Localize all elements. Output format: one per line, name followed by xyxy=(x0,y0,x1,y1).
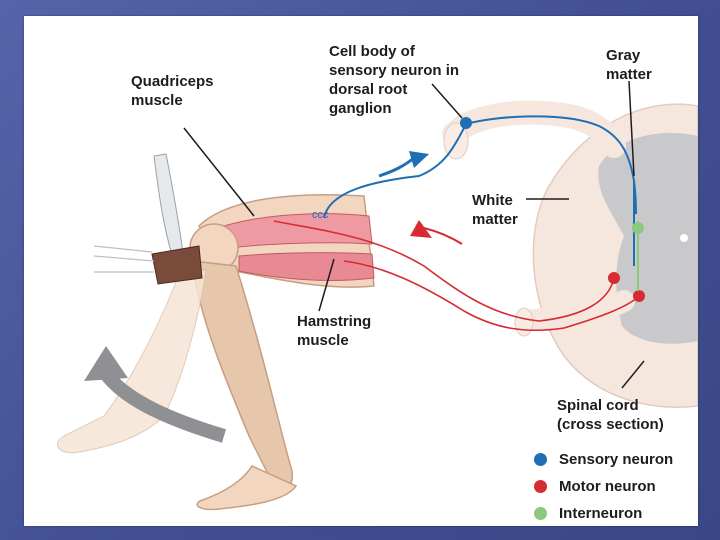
motion-arrow xyxy=(98,366,227,443)
cell-body-label: Cell body of sensory neuron in dorsal ro… xyxy=(329,43,460,117)
diagram-panel: ccc Quadriceps muscle Cell xyxy=(24,16,698,526)
ventral-root xyxy=(515,290,635,332)
spinal-cord-label: Spinal cord (cross section) xyxy=(557,397,664,433)
foot xyxy=(196,465,298,511)
sensory-dot-icon xyxy=(534,452,547,466)
interneuron-dot-icon xyxy=(534,506,547,520)
interneuron-body xyxy=(632,222,644,234)
motor-neuron-body-1 xyxy=(608,272,620,284)
motor-neuron-path xyxy=(273,220,645,332)
legend-interneuron: Interneuron xyxy=(534,502,642,524)
interneuron-path xyxy=(632,221,644,291)
sensory-neuron-path: ccc xyxy=(312,115,637,266)
leg xyxy=(57,153,375,511)
hamstring-label: Hamstring muscle xyxy=(297,313,372,349)
quadriceps-label: Quadriceps muscle xyxy=(131,73,214,109)
knee-jerk-reflex-diagram: ccc xyxy=(57,80,698,511)
legend-motor: Motor neuron xyxy=(534,475,656,497)
sensory-cell-body xyxy=(460,117,472,129)
motor-neuron-body-2 xyxy=(633,290,645,302)
pointer-lines xyxy=(183,80,645,389)
hamstring-muscle-shape xyxy=(238,252,375,281)
white-matter-label: White matter xyxy=(472,192,518,228)
spinal-cord xyxy=(442,100,698,408)
legend-sensory: Sensory neuron xyxy=(534,448,673,470)
gray-matter-label: Gray matter xyxy=(606,47,652,83)
reflex-hammer xyxy=(153,153,185,262)
quadriceps-muscle-shape xyxy=(223,213,373,249)
motor-dot-icon xyxy=(534,479,547,493)
svg-text:ccc: ccc xyxy=(312,209,329,221)
